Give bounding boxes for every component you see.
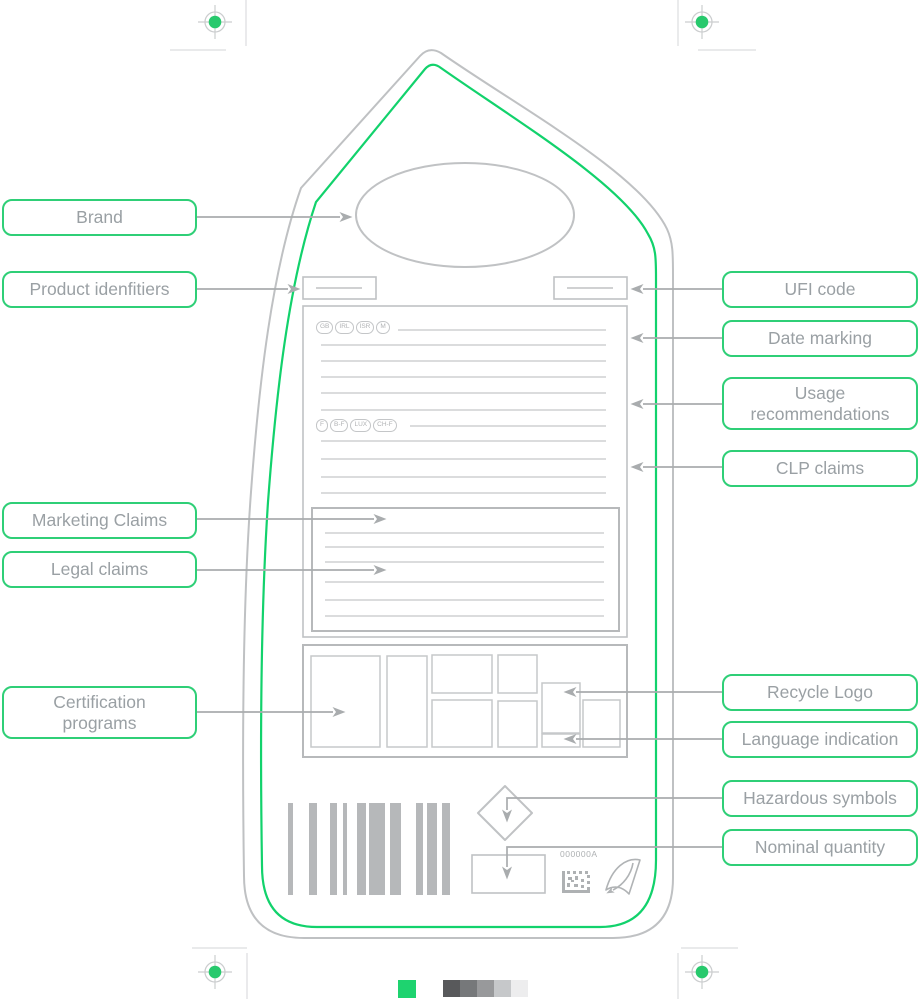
callout-nominal-quantity: Nominal quantity [722,829,918,866]
callout-recycle-logo-label: Recycle Logo [766,682,874,703]
callout-clp-claims: CLP claims [722,450,918,487]
color-swatch-gray-5 [511,980,528,997]
callout-recycle-logo: Recycle Logo [722,674,918,711]
placeholder-text-lines [321,329,606,494]
color-swatch-gray-4 [494,980,511,997]
crop-marks [170,0,756,999]
callout-marketing-claims-label: Marketing Claims [31,510,168,531]
swoosh-logo-icon [605,858,641,895]
hazard-symbol-diamond-icon [477,785,533,841]
registration-mark-top-left [198,5,232,39]
country-bubbles-row-1: GB IRL ISR M [316,321,390,334]
country-bubble-chf: CH-F [373,419,397,432]
country-bubble-bf: B-F [329,419,349,432]
country-bubble-isr: ISR [355,321,375,334]
callout-ufi-code: UFI code [722,271,918,308]
bottle-label-edge [259,63,658,929]
country-bubbles-row-2: F B-F LUX CH-F [316,419,397,432]
callout-connectors [197,212,722,880]
callout-nominal-quantity-label: Nominal quantity [754,837,886,858]
nominal-quantity-box [471,854,546,894]
country-bubble-irl: IRL [335,321,354,334]
batch-code-text: 000000A [560,849,598,859]
color-swatch-gray-2 [460,980,477,997]
country-bubble-m: M [376,321,390,334]
color-swatch-green [398,980,416,998]
product-identifier-box [302,276,377,300]
certification-box [302,644,628,758]
color-swatch-gray-3 [477,980,494,997]
bottle-diecut-outline [242,49,674,939]
callout-usage-recommendations-label: Usage recommendations [750,382,890,424]
callout-legal-claims: Legal claims [2,551,197,588]
connector-hazardous-symbols [502,797,722,823]
brand-logo-placeholder [355,162,575,268]
callout-usage-recommendations: Usage recommendations [722,377,918,430]
country-bubble-gb: GB [316,321,334,334]
callout-language-indication-label: Language indication [741,729,899,750]
callout-product-identifiers-label: Product idenfitiers [29,279,170,300]
callout-certification-programs: Certification programs [2,686,197,739]
connector-nominal-quantity [502,846,722,880]
registration-mark-bottom-left [198,955,232,989]
main-text-block [302,305,628,638]
print-color-bar [0,980,920,999]
claims-text-lines [325,532,604,617]
recycle-logo-box [541,682,581,734]
registration-mark-bottom-right [685,955,719,989]
country-bubble-f: F [316,419,328,432]
callout-product-identifiers: Product idenfitiers [2,271,197,308]
barcode-icon [288,803,450,895]
color-swatch-gray-1 [443,980,460,997]
registration-mark-top-right [685,5,719,39]
callout-date-marking-label: Date marking [767,328,873,349]
callout-clp-claims-label: CLP claims [775,458,865,479]
ufi-code-box [553,276,628,300]
callout-brand: Brand [2,199,197,236]
callout-legal-claims-label: Legal claims [50,559,149,580]
certification-logo-placeholders [310,654,621,748]
callout-hazardous-symbols-label: Hazardous symbols [743,788,897,809]
callout-language-indication: Language indication [722,721,918,758]
callout-ufi-code-label: UFI code [784,279,856,300]
callout-date-marking: Date marking [722,320,918,357]
callout-marketing-claims: Marketing Claims [2,502,197,539]
callout-brand-label: Brand [76,207,123,228]
country-bubble-lux: LUX [350,419,372,432]
callout-hazardous-symbols: Hazardous symbols [722,780,918,817]
language-indication-box [541,733,581,748]
callout-certification-programs-label: Certification programs [53,691,146,733]
data-matrix-icon [562,871,590,893]
